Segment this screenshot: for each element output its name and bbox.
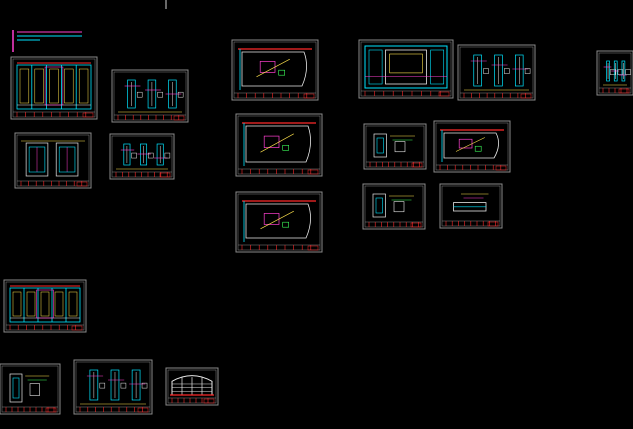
- elevation-sheet-2[interactable]: [111, 69, 189, 123]
- stray-linework: [12, 30, 82, 52]
- elevation-sheet-3[interactable]: [14, 132, 92, 189]
- detail-sheet-6[interactable]: [596, 50, 633, 96]
- ceiling-plan-sheet-1[interactable]: [231, 39, 319, 101]
- elevation-sheet-6[interactable]: [3, 279, 87, 333]
- elevation-sheet-1[interactable]: [10, 56, 98, 120]
- elevation-sheet-4[interactable]: [109, 133, 175, 180]
- arched-window-elevation[interactable]: [165, 367, 219, 406]
- detail-sheet-3[interactable]: [433, 120, 511, 173]
- detail-sheet-8[interactable]: [73, 359, 153, 415]
- detail-sheet-4[interactable]: [362, 183, 426, 230]
- detail-sheet-1[interactable]: [457, 44, 536, 101]
- detail-sheet-5[interactable]: [439, 183, 503, 229]
- ceiling-plan-sheet-2[interactable]: [235, 113, 323, 177]
- detail-sheet-7[interactable]: [0, 363, 61, 415]
- ceiling-plan-sheet-3[interactable]: [235, 191, 323, 253]
- detail-sheet-2[interactable]: [363, 123, 427, 170]
- elevation-sheet-5[interactable]: [358, 39, 454, 99]
